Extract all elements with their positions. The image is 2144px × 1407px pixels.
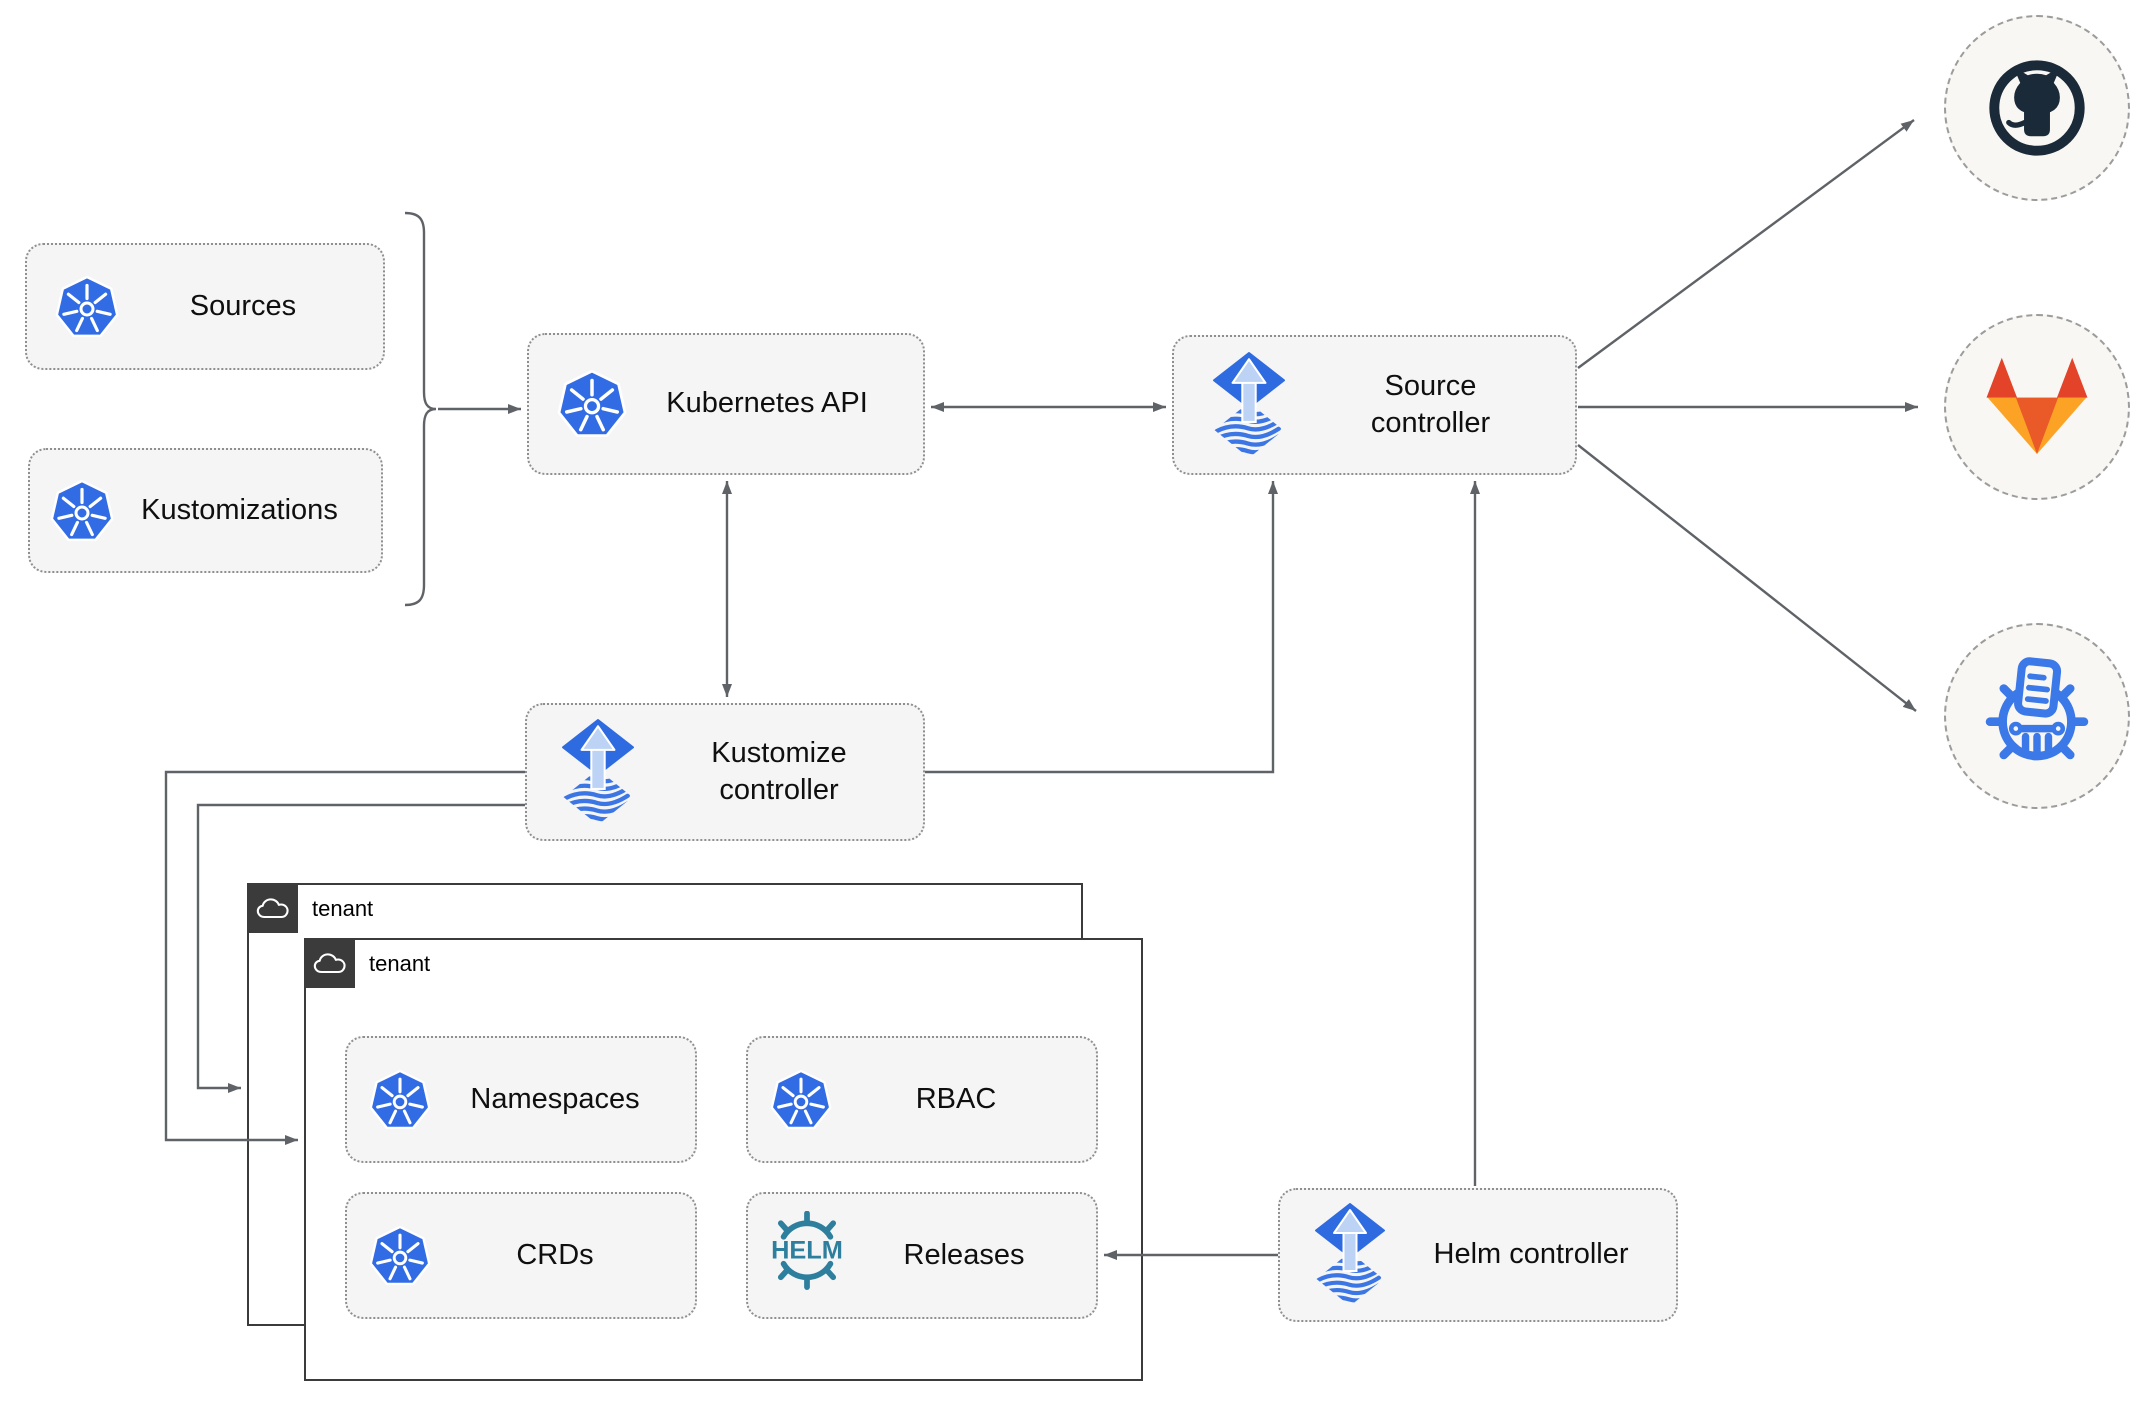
tenant-tab xyxy=(304,938,355,988)
cloud-icon xyxy=(256,897,289,918)
node-sources: Sources xyxy=(25,243,385,370)
kubernetes-icon xyxy=(50,479,114,542)
node-label: CRDs xyxy=(516,1238,594,1271)
node-label: Helm controller xyxy=(1433,1238,1629,1271)
gitlab-icon xyxy=(1986,357,2088,454)
node-releases: HELM Releases xyxy=(746,1192,1098,1319)
kubernetes-icon xyxy=(557,370,627,438)
node-rbac: RBAC xyxy=(746,1036,1098,1163)
node-kubernetes-api: Kubernetes API xyxy=(527,333,925,475)
node-source-controller: Source controller xyxy=(1172,335,1577,475)
node-label: Namespaces xyxy=(470,1082,640,1115)
target-chartmuseum xyxy=(1944,623,2130,809)
target-github xyxy=(1944,15,2130,201)
cloud-icon xyxy=(313,952,346,973)
node-label: Kubernetes API xyxy=(666,387,868,420)
kubernetes-icon xyxy=(55,275,119,338)
node-kustomize-controller: Kustomize controller xyxy=(525,703,925,841)
tenant-label: tenant xyxy=(369,951,431,976)
helm-icon: HELM xyxy=(766,1210,848,1301)
helm-logo-text: HELM xyxy=(771,1236,843,1264)
flux-icon xyxy=(1314,1203,1386,1307)
group-brace xyxy=(404,211,437,607)
node-label: Kustomizations xyxy=(141,493,338,526)
tenant-label: tenant xyxy=(312,896,374,921)
node-label: Source controller xyxy=(1370,369,1491,439)
kubernetes-icon xyxy=(369,1225,431,1286)
tenant-tab xyxy=(247,883,298,933)
flux-icon xyxy=(1212,352,1286,459)
github-icon xyxy=(1989,60,2085,156)
edge-sourcectrl-github xyxy=(1577,119,1915,369)
node-kustomizations: Kustomizations xyxy=(28,448,383,573)
node-crds: CRDs xyxy=(345,1192,697,1319)
edge-sourcectrl-chartmuseum xyxy=(1577,444,1917,712)
node-label: Releases xyxy=(903,1238,1025,1271)
kubernetes-icon xyxy=(770,1069,832,1130)
target-gitlab xyxy=(1944,314,2130,500)
edge-kustomizectrl-sourcectrl xyxy=(925,481,1278,774)
node-namespaces: Namespaces xyxy=(345,1036,697,1163)
kubernetes-icon xyxy=(369,1069,431,1130)
flux-icon xyxy=(561,719,635,826)
node-helm-controller: Helm controller xyxy=(1278,1188,1678,1322)
node-label: Sources xyxy=(189,289,297,322)
node-label: RBAC xyxy=(915,1082,997,1115)
node-label: Kustomize controller xyxy=(711,736,847,806)
chartmuseum-icon xyxy=(1985,657,2089,761)
